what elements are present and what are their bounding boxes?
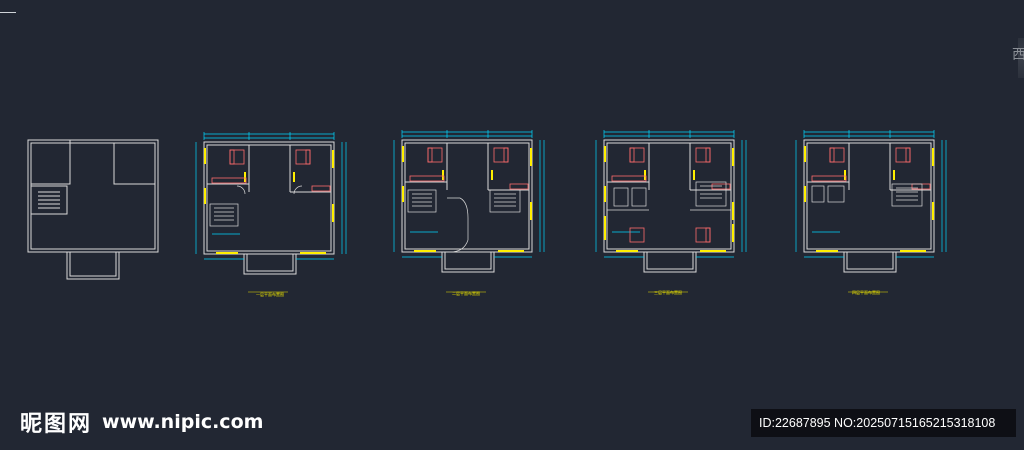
plan-title-floor-4: 四层平面布置图 (852, 289, 880, 295)
floor-plan-1 (195, 131, 347, 293)
floor-plan-2 (393, 129, 545, 293)
watermark-url: www.nipic.com (102, 411, 264, 433)
viewcube-west-label[interactable]: 西 (1012, 47, 1024, 63)
floor-plan-3 (595, 129, 747, 293)
floor-plan-outline (27, 139, 159, 280)
floor-plan-4 (795, 129, 947, 293)
plan-title-floor-3: 三层平面布置图 (654, 289, 682, 295)
plan-title-floor-2: 二层平面布置图 (452, 290, 480, 296)
image-id-label: ID:22687895 NO:20250715165215318108 (751, 409, 1016, 437)
watermark-brand: 昵图网 (20, 412, 93, 437)
plan-title-floor-1: 一层平面布置图 (256, 291, 284, 297)
nipic-watermark: 昵图网 www.nipic.com (20, 406, 263, 438)
viewcube-edge[interactable] (1018, 38, 1024, 78)
ucs-corner-mark (0, 12, 16, 13)
